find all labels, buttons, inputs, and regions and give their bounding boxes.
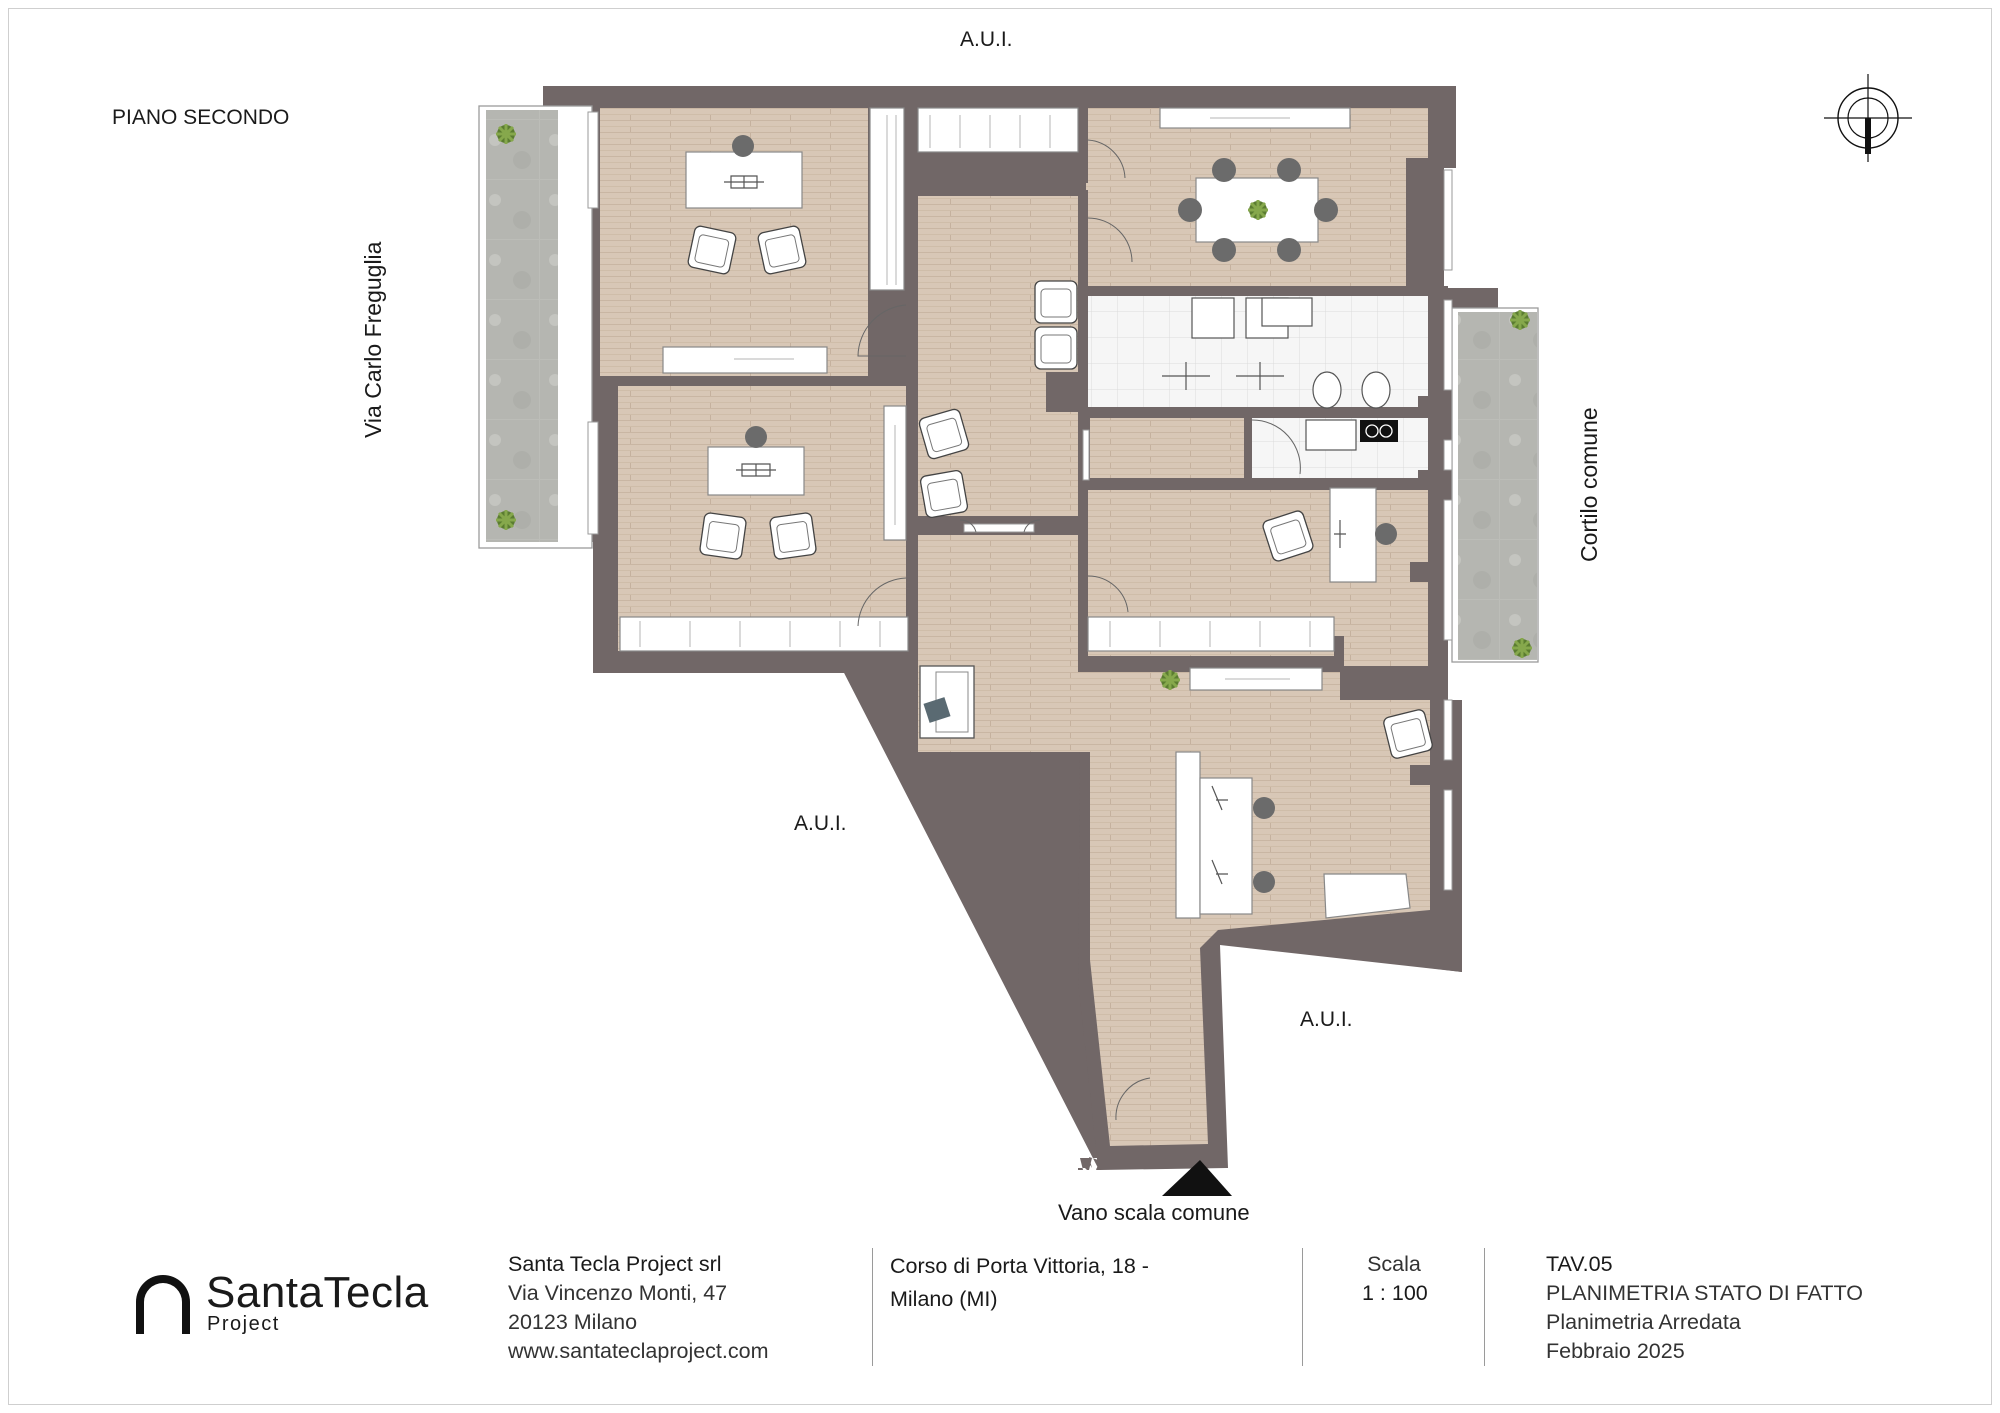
drawing-block: TAV.05 PLANIMETRIA STATO DI FATTO Planim… bbox=[1546, 1250, 1863, 1366]
sheet-border bbox=[8, 8, 1992, 1405]
logo-name: SantaTecla bbox=[206, 1268, 429, 1317]
courtyard-label: Cortilo comune bbox=[1576, 407, 1602, 562]
company-block: Santa Tecla Project srl Via Vincenzo Mon… bbox=[508, 1250, 769, 1366]
aui-bottom-label: A.U.I. bbox=[1300, 1008, 1353, 1031]
drawing-subtitle: Planimetria Arredata bbox=[1546, 1310, 1741, 1334]
sofa bbox=[919, 665, 975, 739]
street-label: Via Carlo Freguglia bbox=[360, 241, 386, 438]
windows bbox=[587, 111, 1453, 891]
address-block: Corso di Porta Vittoria, 18 - Milano (MI… bbox=[890, 1250, 1149, 1316]
scale-value: 1 : 100 bbox=[1362, 1281, 1428, 1305]
company-city: 20123 Milano bbox=[508, 1310, 638, 1334]
drawing-date: Febbraio 2025 bbox=[1546, 1339, 1685, 1363]
company-name: Santa Tecla Project srl bbox=[508, 1252, 722, 1276]
company-street: Via Vincenzo Monti, 47 bbox=[508, 1281, 728, 1305]
drawing-number: TAV.05 bbox=[1546, 1252, 1613, 1276]
title-separator bbox=[1302, 1248, 1303, 1366]
aui-left-label: A.U.I. bbox=[794, 812, 847, 835]
title-separator bbox=[1484, 1248, 1485, 1366]
north-arrow-icon bbox=[1824, 74, 1912, 162]
logo-arch-icon bbox=[136, 1275, 190, 1334]
desks bbox=[685, 151, 1411, 919]
doors bbox=[857, 139, 1301, 1121]
scale-block: Scala 1 : 100 bbox=[1362, 1250, 1428, 1308]
kitchen-fixtures bbox=[1305, 419, 1398, 451]
company-website[interactable]: www.santateclaproject.com bbox=[508, 1339, 769, 1363]
interior-walls bbox=[593, 108, 1448, 785]
scale-label: Scala bbox=[1367, 1252, 1421, 1276]
entrance-arrow-icon bbox=[1162, 1160, 1232, 1196]
floor-label: PIANO SECONDO bbox=[112, 106, 290, 129]
drawing-title: PLANIMETRIA STATO DI FATTO bbox=[1546, 1281, 1863, 1305]
aui-top-label: A.U.I. bbox=[960, 28, 1013, 51]
stair-label: Vano scala comune bbox=[1058, 1200, 1250, 1225]
wardrobes bbox=[619, 107, 1351, 691]
chairs bbox=[732, 135, 1397, 893]
address-line2: Milano (MI) bbox=[890, 1287, 998, 1311]
logo-sub: Project bbox=[207, 1313, 280, 1335]
address-line1: Corso di Porta Vittoria, 18 - bbox=[890, 1254, 1149, 1278]
bathroom-fixtures bbox=[1162, 297, 1391, 409]
title-separator bbox=[872, 1248, 873, 1366]
